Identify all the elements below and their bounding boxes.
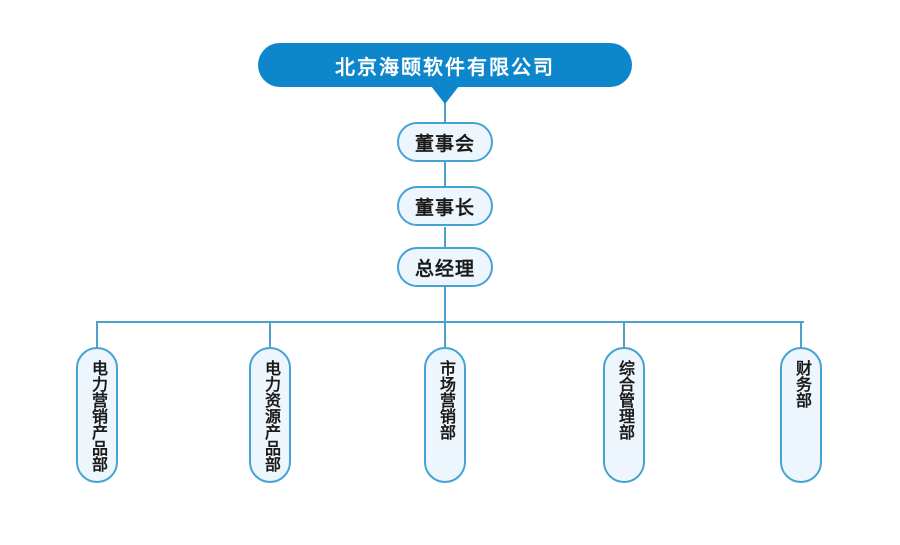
connector-root-board [444,100,446,122]
org-node-general-manager[interactable]: 总经理 [397,247,493,287]
org-node-dept-power-resource-products[interactable]: 电力资源产品部 [249,347,291,483]
dept-label: 财务部 [793,360,810,408]
connector-bus-dept-4 [623,322,625,348]
dept-label: 电力营销产品部 [89,360,106,472]
org-node-dept-marketing[interactable]: 市场营销部 [424,347,466,483]
connector-bus-line [96,321,804,323]
org-node-dept-general-management[interactable]: 综合管理部 [603,347,645,483]
org-node-company[interactable]: 北京海颐软件有限公司 [258,43,632,87]
org-node-company-label: 北京海颐软件有限公司 [335,56,555,79]
dept-label: 综合管理部 [616,360,633,440]
org-node-board-label: 董事会 [414,133,475,155]
dept-label: 电力资源产品部 [262,360,279,472]
connector-bus-dept-2 [269,322,271,348]
connector-bus-dept-1 [96,322,98,348]
connector-board-chairman [444,162,446,186]
org-node-chairman-label: 董事长 [414,197,475,219]
connector-gm-bus [444,287,446,348]
connector-chairman-gm [444,227,446,247]
org-node-general-manager-label: 总经理 [414,258,475,280]
org-node-chairman[interactable]: 董事长 [397,186,493,226]
org-node-dept-finance[interactable]: 财务部 [780,347,822,483]
connector-bus-dept-5 [800,322,802,348]
dept-label: 市场营销部 [437,360,454,440]
org-node-dept-power-marketing-products[interactable]: 电力营销产品部 [76,347,118,483]
root-node-tail [431,86,459,104]
org-node-board[interactable]: 董事会 [397,122,493,162]
